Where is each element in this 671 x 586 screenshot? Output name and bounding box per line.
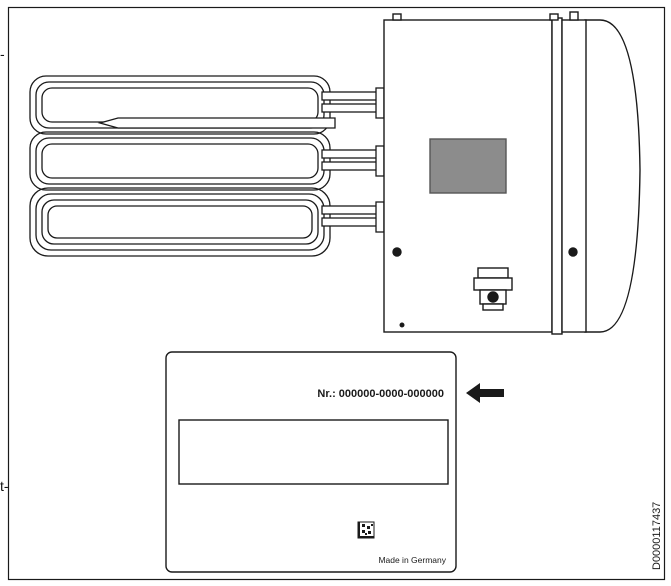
- pipe-stub-1: [321, 91, 381, 101]
- housing-stud-mid: [549, 13, 559, 21]
- housing-group: [383, 11, 641, 335]
- type-plate-border: [165, 351, 457, 573]
- screw-left: [392, 247, 402, 257]
- edge-fragment-mid: t-: [0, 478, 9, 494]
- pipe-stub-6: [321, 217, 381, 227]
- coil-loop-7: [29, 187, 331, 257]
- cable-gland-nut: [473, 277, 513, 291]
- cable-gland-base: [482, 303, 504, 311]
- drain-dot: [399, 322, 405, 328]
- housing-band-inner: [561, 19, 587, 333]
- pipe-stub-4: [321, 161, 381, 171]
- document-code-text: D0000117437: [651, 502, 663, 570]
- pointer-arrow-icon: [466, 383, 504, 403]
- housing-stud-right: [569, 11, 579, 21]
- housing-end-cap: [584, 19, 641, 333]
- flange-nut-1: [375, 87, 385, 119]
- coil-loop-4: [29, 131, 331, 191]
- heating-coil-group: [29, 75, 385, 257]
- cable-gland-hole: [487, 291, 499, 303]
- sensor-rod: [97, 117, 336, 129]
- frame-border: [7, 6, 666, 581]
- pipe-stub-3: [321, 149, 381, 159]
- coil-loop-5: [35, 137, 325, 185]
- housing-stud-left: [392, 13, 402, 21]
- display-window: [429, 138, 507, 194]
- coil-loop-10: [47, 205, 313, 239]
- coil-loop-8: [35, 193, 325, 251]
- edge-fragment-top: -: [0, 46, 5, 62]
- serial-number-text: Nr.: 000000-0000-000000: [317, 388, 444, 400]
- flange-nut-3: [375, 201, 385, 233]
- coil-loop-6: [41, 143, 319, 179]
- flange-nut-2: [375, 145, 385, 177]
- coil-loop-3: [41, 87, 319, 123]
- screw-right: [568, 247, 578, 257]
- made-in-germany-text: Made in Germany: [378, 555, 446, 565]
- type-plate: Nr.: 000000-0000-000000 Made in Germany: [165, 351, 457, 573]
- coil-loop-9: [41, 199, 319, 245]
- pipe-stub-5: [321, 205, 381, 215]
- housing-band-outer: [551, 17, 563, 335]
- data-matrix-code: [357, 521, 375, 539]
- cable-gland-cap: [477, 267, 509, 279]
- pipe-stub-2: [321, 103, 381, 113]
- type-plate-field: [178, 419, 449, 485]
